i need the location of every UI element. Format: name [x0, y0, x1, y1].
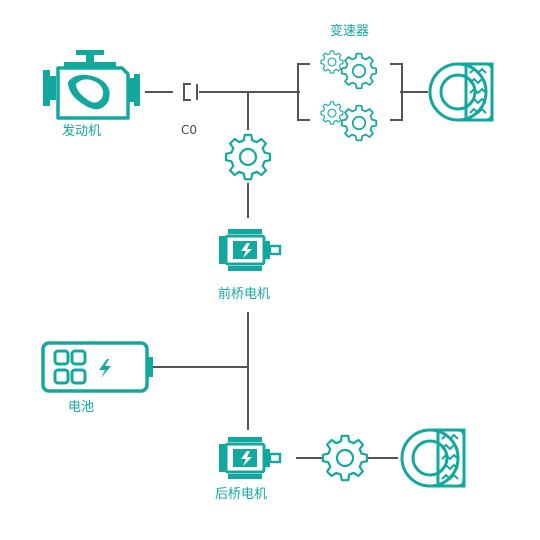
transmission-small-gear-lower: [320, 101, 344, 125]
connection-lines: [145, 91, 428, 459]
transmission-label: 变速器: [330, 24, 370, 39]
transmission-large-gear-lower: [340, 104, 378, 142]
front-motor-icon: [217, 227, 282, 273]
front-motor-label: 前桥电机: [218, 287, 271, 302]
clutch-icon: [183, 83, 198, 101]
transmission-small-gear-upper: [320, 50, 344, 74]
rear-motor-label: 后桥电机: [215, 487, 268, 502]
rear-wheel-icon: [400, 428, 466, 488]
transmission-large-gear-upper: [340, 52, 378, 90]
rear-motor-icon: [217, 435, 282, 481]
bolt-icon: [99, 359, 111, 378]
front-wheel-icon: [428, 62, 494, 122]
front-gear-icon: [224, 133, 272, 181]
clutch-label: C0: [181, 123, 198, 137]
engine-icon: [43, 50, 140, 120]
engine-label: 发动机: [62, 124, 102, 139]
rear-gear-icon: [321, 434, 369, 482]
battery-icon: [41, 341, 153, 393]
transmission-icon: [297, 50, 403, 142]
battery-label: 电池: [68, 400, 95, 415]
